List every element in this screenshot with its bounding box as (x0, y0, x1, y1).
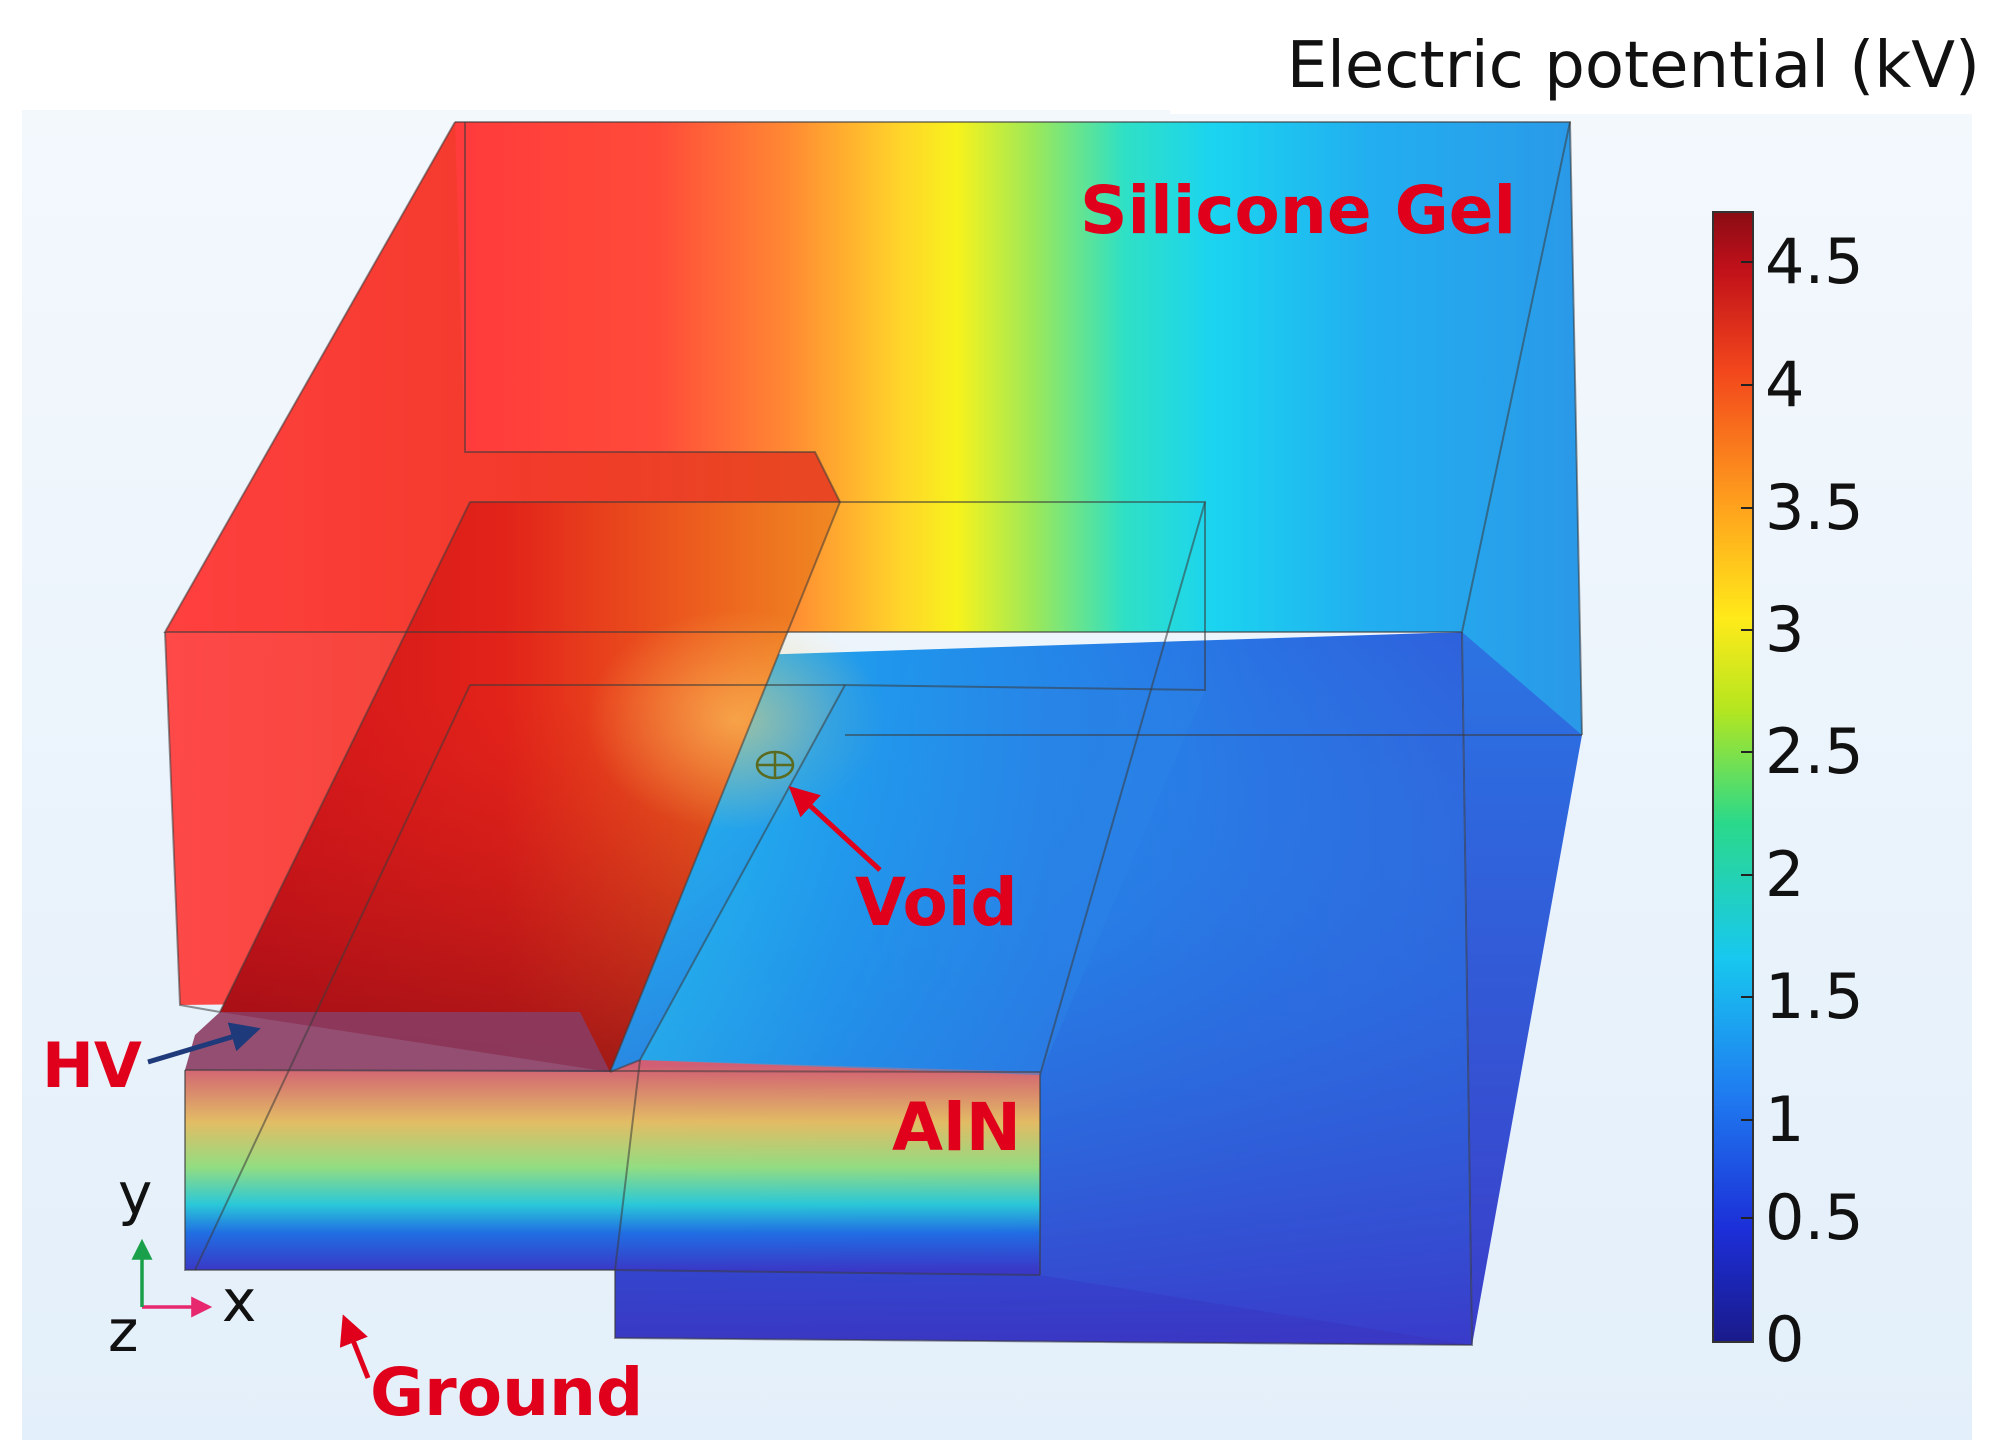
axis-label-z: z (108, 1297, 139, 1365)
base-slab (615, 1270, 1472, 1345)
axis-triad (131, 1238, 213, 1318)
colorbar-title: Electric potential (kV) (1170, 18, 1980, 114)
axis-label-x: x (222, 1267, 257, 1335)
ground-arrow (339, 1314, 371, 1379)
colorbar-tick-0: 0 (1765, 1303, 1805, 1376)
geometry-edges (163, 121, 1583, 1347)
label-hv: HV (42, 1029, 142, 1102)
aln-right-region (640, 685, 1205, 1075)
label-silicone-gel: Silicone Gel (1080, 172, 1517, 249)
colorbar-ticks (1741, 261, 1753, 1219)
void-arrow (788, 785, 882, 872)
colorbar-tick-1-5: 1.5 (1765, 960, 1864, 1033)
hv-arrow (147, 1022, 261, 1065)
colorbar-tick-1: 1 (1765, 1083, 1805, 1156)
geometry-3d (163, 121, 1583, 1347)
colorbar-tick-2: 2 (1765, 838, 1805, 911)
hv-electrode-front (185, 1012, 610, 1072)
colorbar (1712, 211, 1754, 1343)
label-void: Void (855, 864, 1018, 941)
void-marker (755, 750, 795, 780)
colorbar-tick-4-5: 4.5 (1765, 225, 1864, 298)
colorbar-tick-0-5: 0.5 (1765, 1181, 1864, 1254)
colorbar-tick-2-5: 2.5 (1765, 715, 1864, 788)
aln-front-face (185, 1060, 1040, 1275)
colorbar-tick-3-5: 3.5 (1765, 471, 1864, 544)
label-ground: Ground (370, 1354, 644, 1431)
colorbar-tick-3: 3 (1765, 593, 1805, 666)
axis-label-y: y (118, 1160, 153, 1228)
colorbar-tick-4: 4 (1765, 348, 1805, 421)
label-aln: AlN (892, 1089, 1021, 1166)
